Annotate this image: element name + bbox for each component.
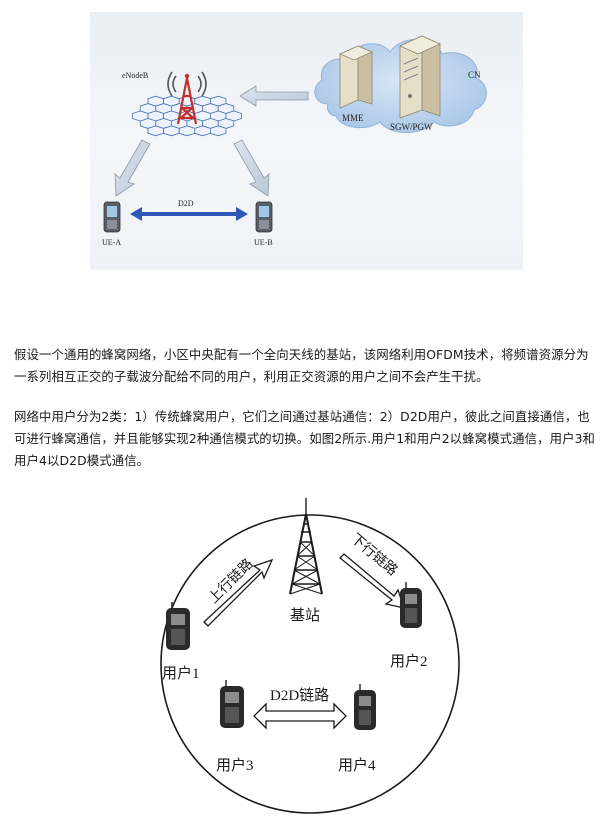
user1-phone-icon (166, 602, 190, 650)
hex-cell (210, 125, 227, 137)
ue-b-label: UE-B (254, 238, 273, 247)
d2d-cellular-diagram: 基站 上行链路 下行链路 用户1 用户2 用户3 用户4 D (160, 498, 460, 814)
enodeb-to-ue-b-arrow (233, 139, 270, 197)
lte-architecture-diagram: MME SGW/PGW CN eNodeB UE-A UE- (90, 12, 523, 270)
sgw-pgw-server-icon (399, 35, 441, 119)
ue-b-phone-icon (255, 201, 273, 233)
downlink-arrow (339, 553, 405, 609)
downlink-label: 下行链路 (347, 531, 400, 579)
d2d-link-arrow (130, 207, 248, 221)
enodeb-to-ue-a-arrow (114, 139, 151, 197)
user3-label: 用户3 (216, 757, 254, 774)
hex-cell (194, 125, 211, 137)
cn-label: CN (468, 70, 481, 80)
sgw-pgw-label: SGW/PGW (390, 122, 433, 132)
uplink-arrow (203, 558, 274, 627)
user4-phone-icon (354, 684, 376, 730)
cell-boundary-circle (160, 514, 460, 814)
ue-a-label: UE-A (102, 238, 121, 247)
user2-phone-icon (400, 582, 422, 628)
figure1-background (90, 12, 523, 270)
d2d-label: D2D (178, 199, 194, 208)
enodeb-label: eNodeB (122, 71, 148, 80)
cn-to-enodeb-arrow (239, 85, 309, 107)
hex-cell (147, 125, 164, 137)
d2d-link-label: D2D链路 (270, 687, 329, 704)
user-types-paragraph: 网络中用户分为2类：1）传统蜂窝用户，它们之间通过基站通信：2）D2D用户，彼此… (14, 409, 596, 468)
base-station-label: 基站 (290, 607, 320, 624)
d2d-link-double-arrow (253, 702, 347, 730)
hex-cell (163, 125, 180, 137)
intro-paragraph: 假设一个通用的蜂窝网络，小区中央配有一个全向天线的基站，该网络利用OFDM技术，… (14, 347, 589, 384)
user2-label: 用户2 (390, 653, 428, 670)
mme-server-icon (339, 45, 373, 109)
base-station-tower-icon (289, 498, 323, 595)
enodeb-tower-icon (167, 71, 207, 125)
user4-label: 用户4 (338, 757, 376, 774)
user1-label: 用户1 (162, 665, 200, 682)
ue-a-phone-icon (103, 201, 121, 233)
cell-hex-grid (132, 95, 243, 137)
hex-cell (178, 125, 196, 137)
user3-phone-icon (220, 680, 244, 728)
mme-label: MME (342, 113, 364, 123)
